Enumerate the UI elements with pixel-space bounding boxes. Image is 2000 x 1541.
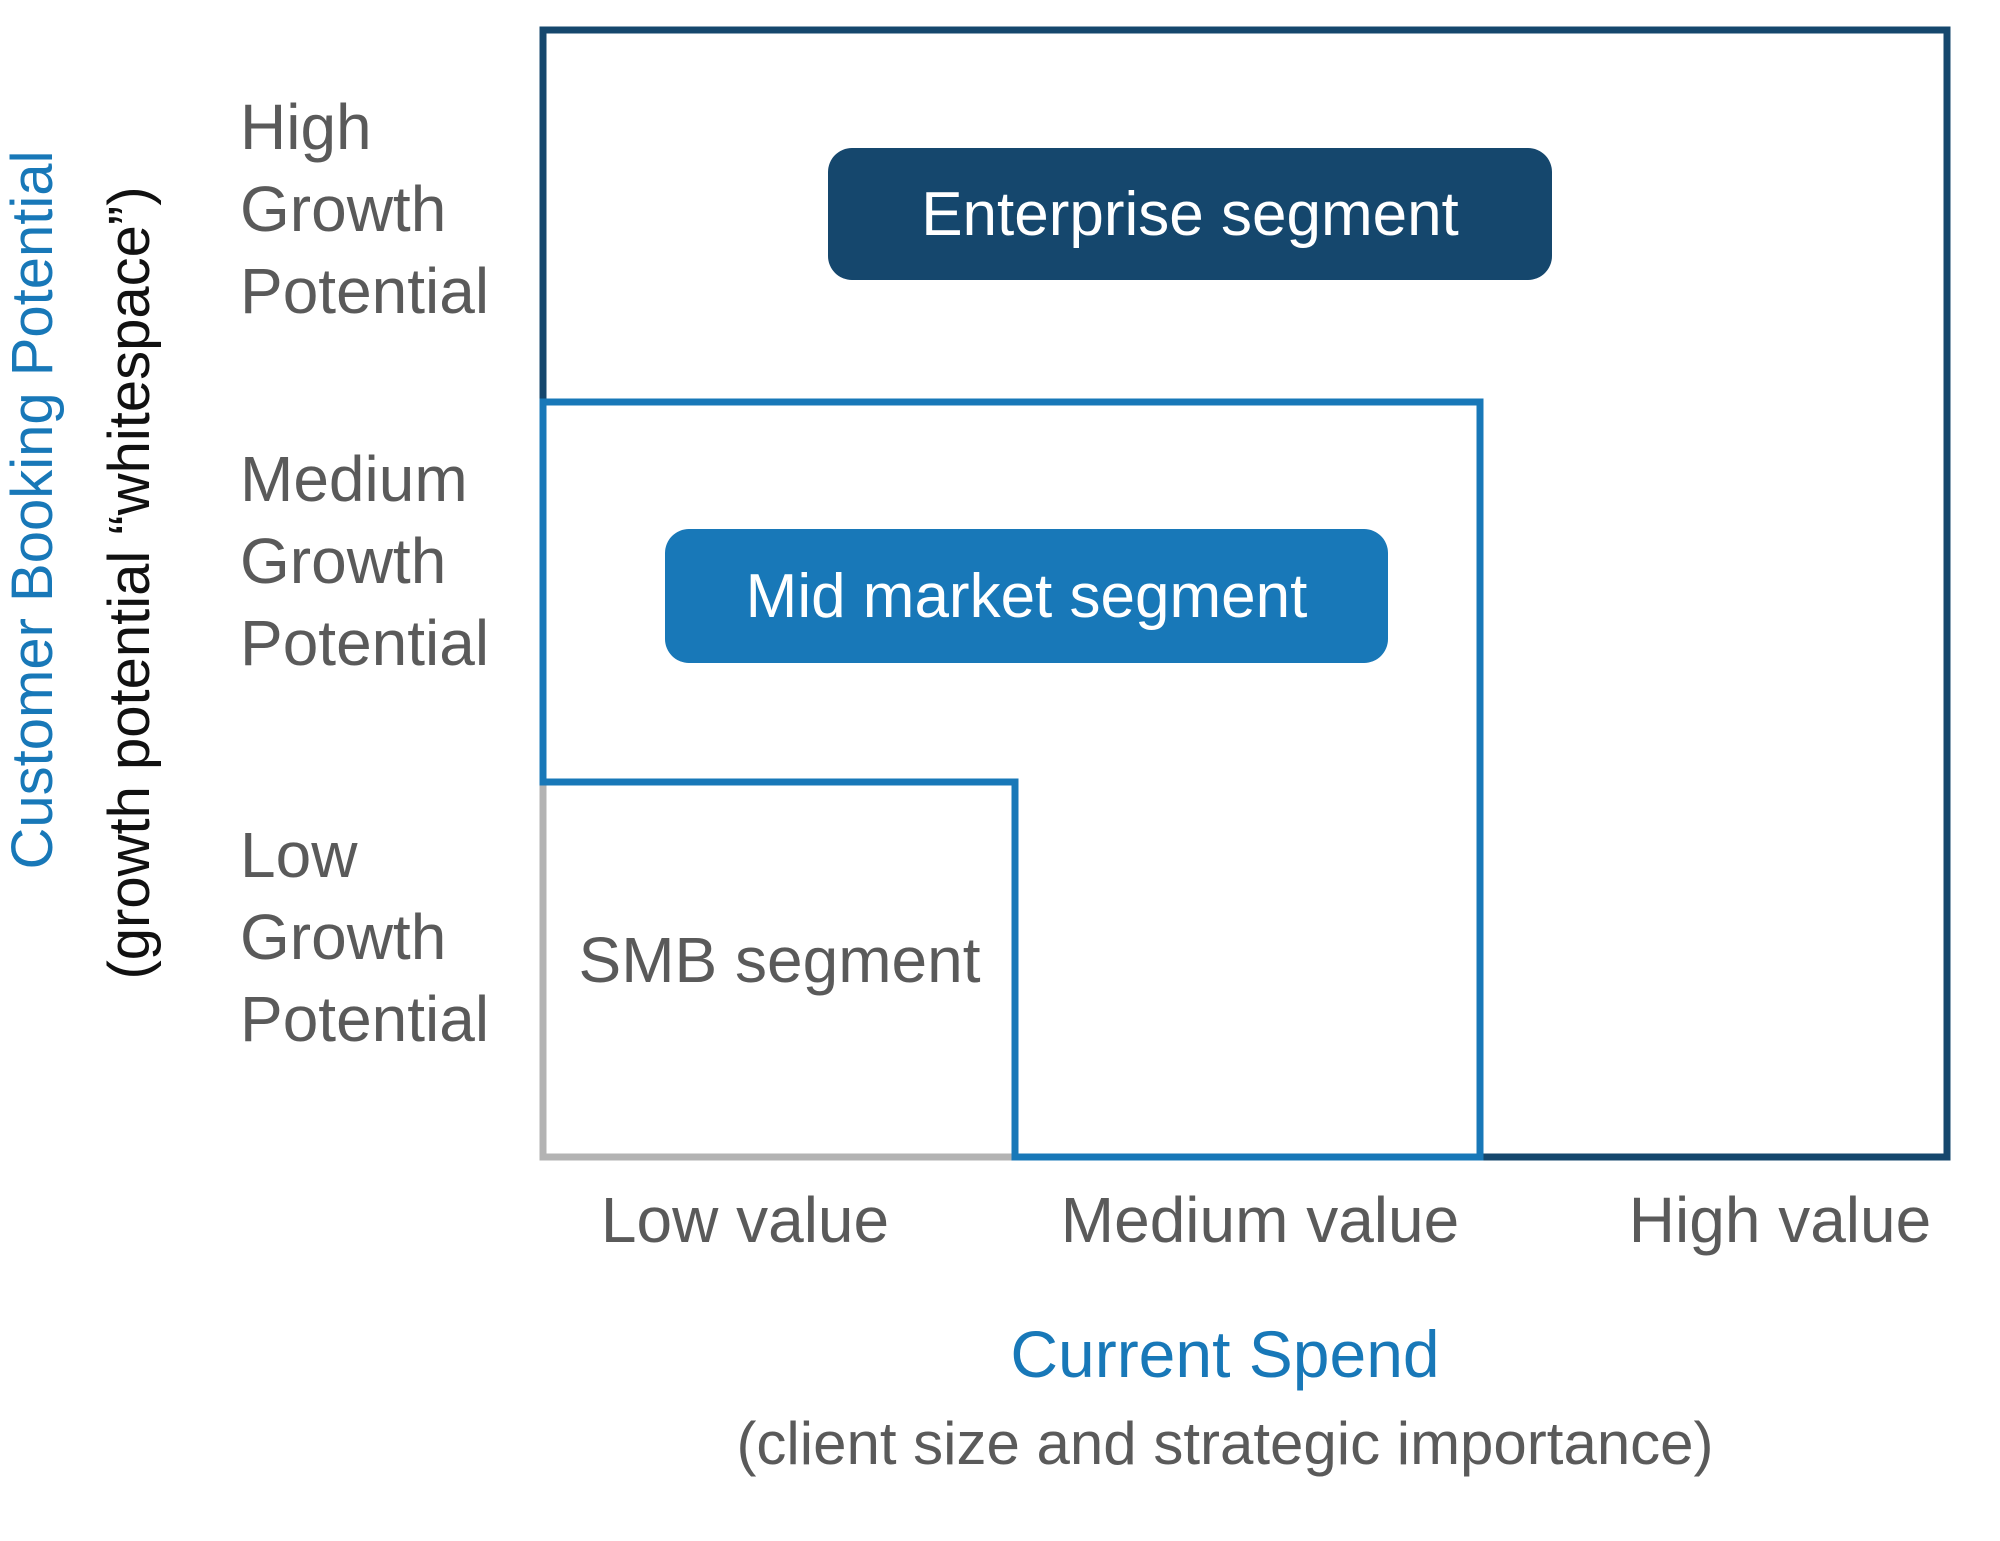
y-axis-title: Customer Booking Potential xyxy=(0,150,65,870)
x-tick-medium-value: Medium value xyxy=(1060,1184,1460,1256)
mid-market-box-border xyxy=(539,398,1484,1161)
x-tick-high-value: High value xyxy=(1628,1184,1932,1256)
mid-market-segment-label: Mid market segment xyxy=(745,561,1308,631)
smb-box-border xyxy=(539,782,1015,1161)
x-tick-low-value: Low value xyxy=(600,1184,890,1256)
y-axis-subtitle: (growth potential “whitespace”) xyxy=(97,186,162,980)
y-band-label-high-growth: High Growth Potential xyxy=(240,91,490,327)
y-band-label-low-growth: Low Growth Potential xyxy=(240,819,490,1055)
y-band-label-medium-growth: Medium Growth Potential xyxy=(240,443,490,679)
smb-segment-label: SMB segment xyxy=(578,924,981,996)
x-axis-subtitle: (client size and strategic importance) xyxy=(736,1410,1714,1477)
enterprise-segment-badge: Enterprise segment xyxy=(828,148,1552,280)
enterprise-segment-label: Enterprise segment xyxy=(921,179,1459,249)
mid-market-segment-badge: Mid market segment xyxy=(665,529,1388,663)
x-axis-title: Current Spend xyxy=(1010,1317,1440,1391)
